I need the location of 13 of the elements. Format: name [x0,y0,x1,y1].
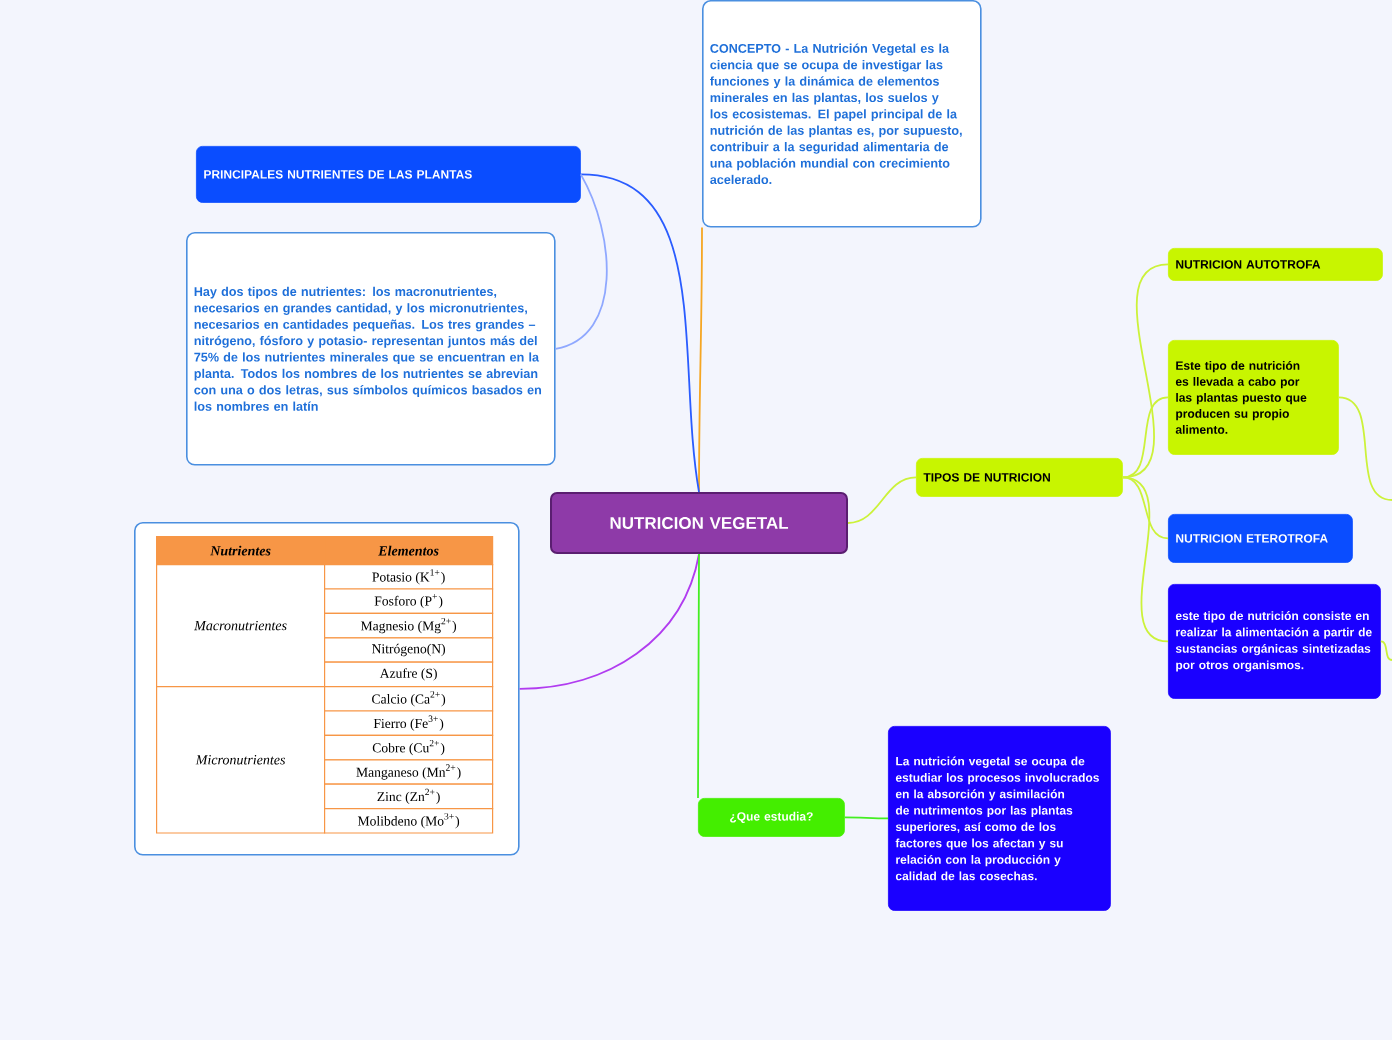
connector-line [1337,396,1392,501]
connector-line [1121,396,1169,479]
connector-line [1379,640,1392,661]
connector-line [554,173,608,350]
connector-line [698,226,703,493]
connector-line [697,553,700,799]
central-topic-box: NUTRICION VEGETAL [550,492,848,554]
connector-line [843,816,889,820]
connector-line [1121,476,1169,643]
connector-line [518,553,700,690]
connector-line [847,476,917,524]
connector-line [579,173,700,493]
connector-line [1121,476,1169,540]
